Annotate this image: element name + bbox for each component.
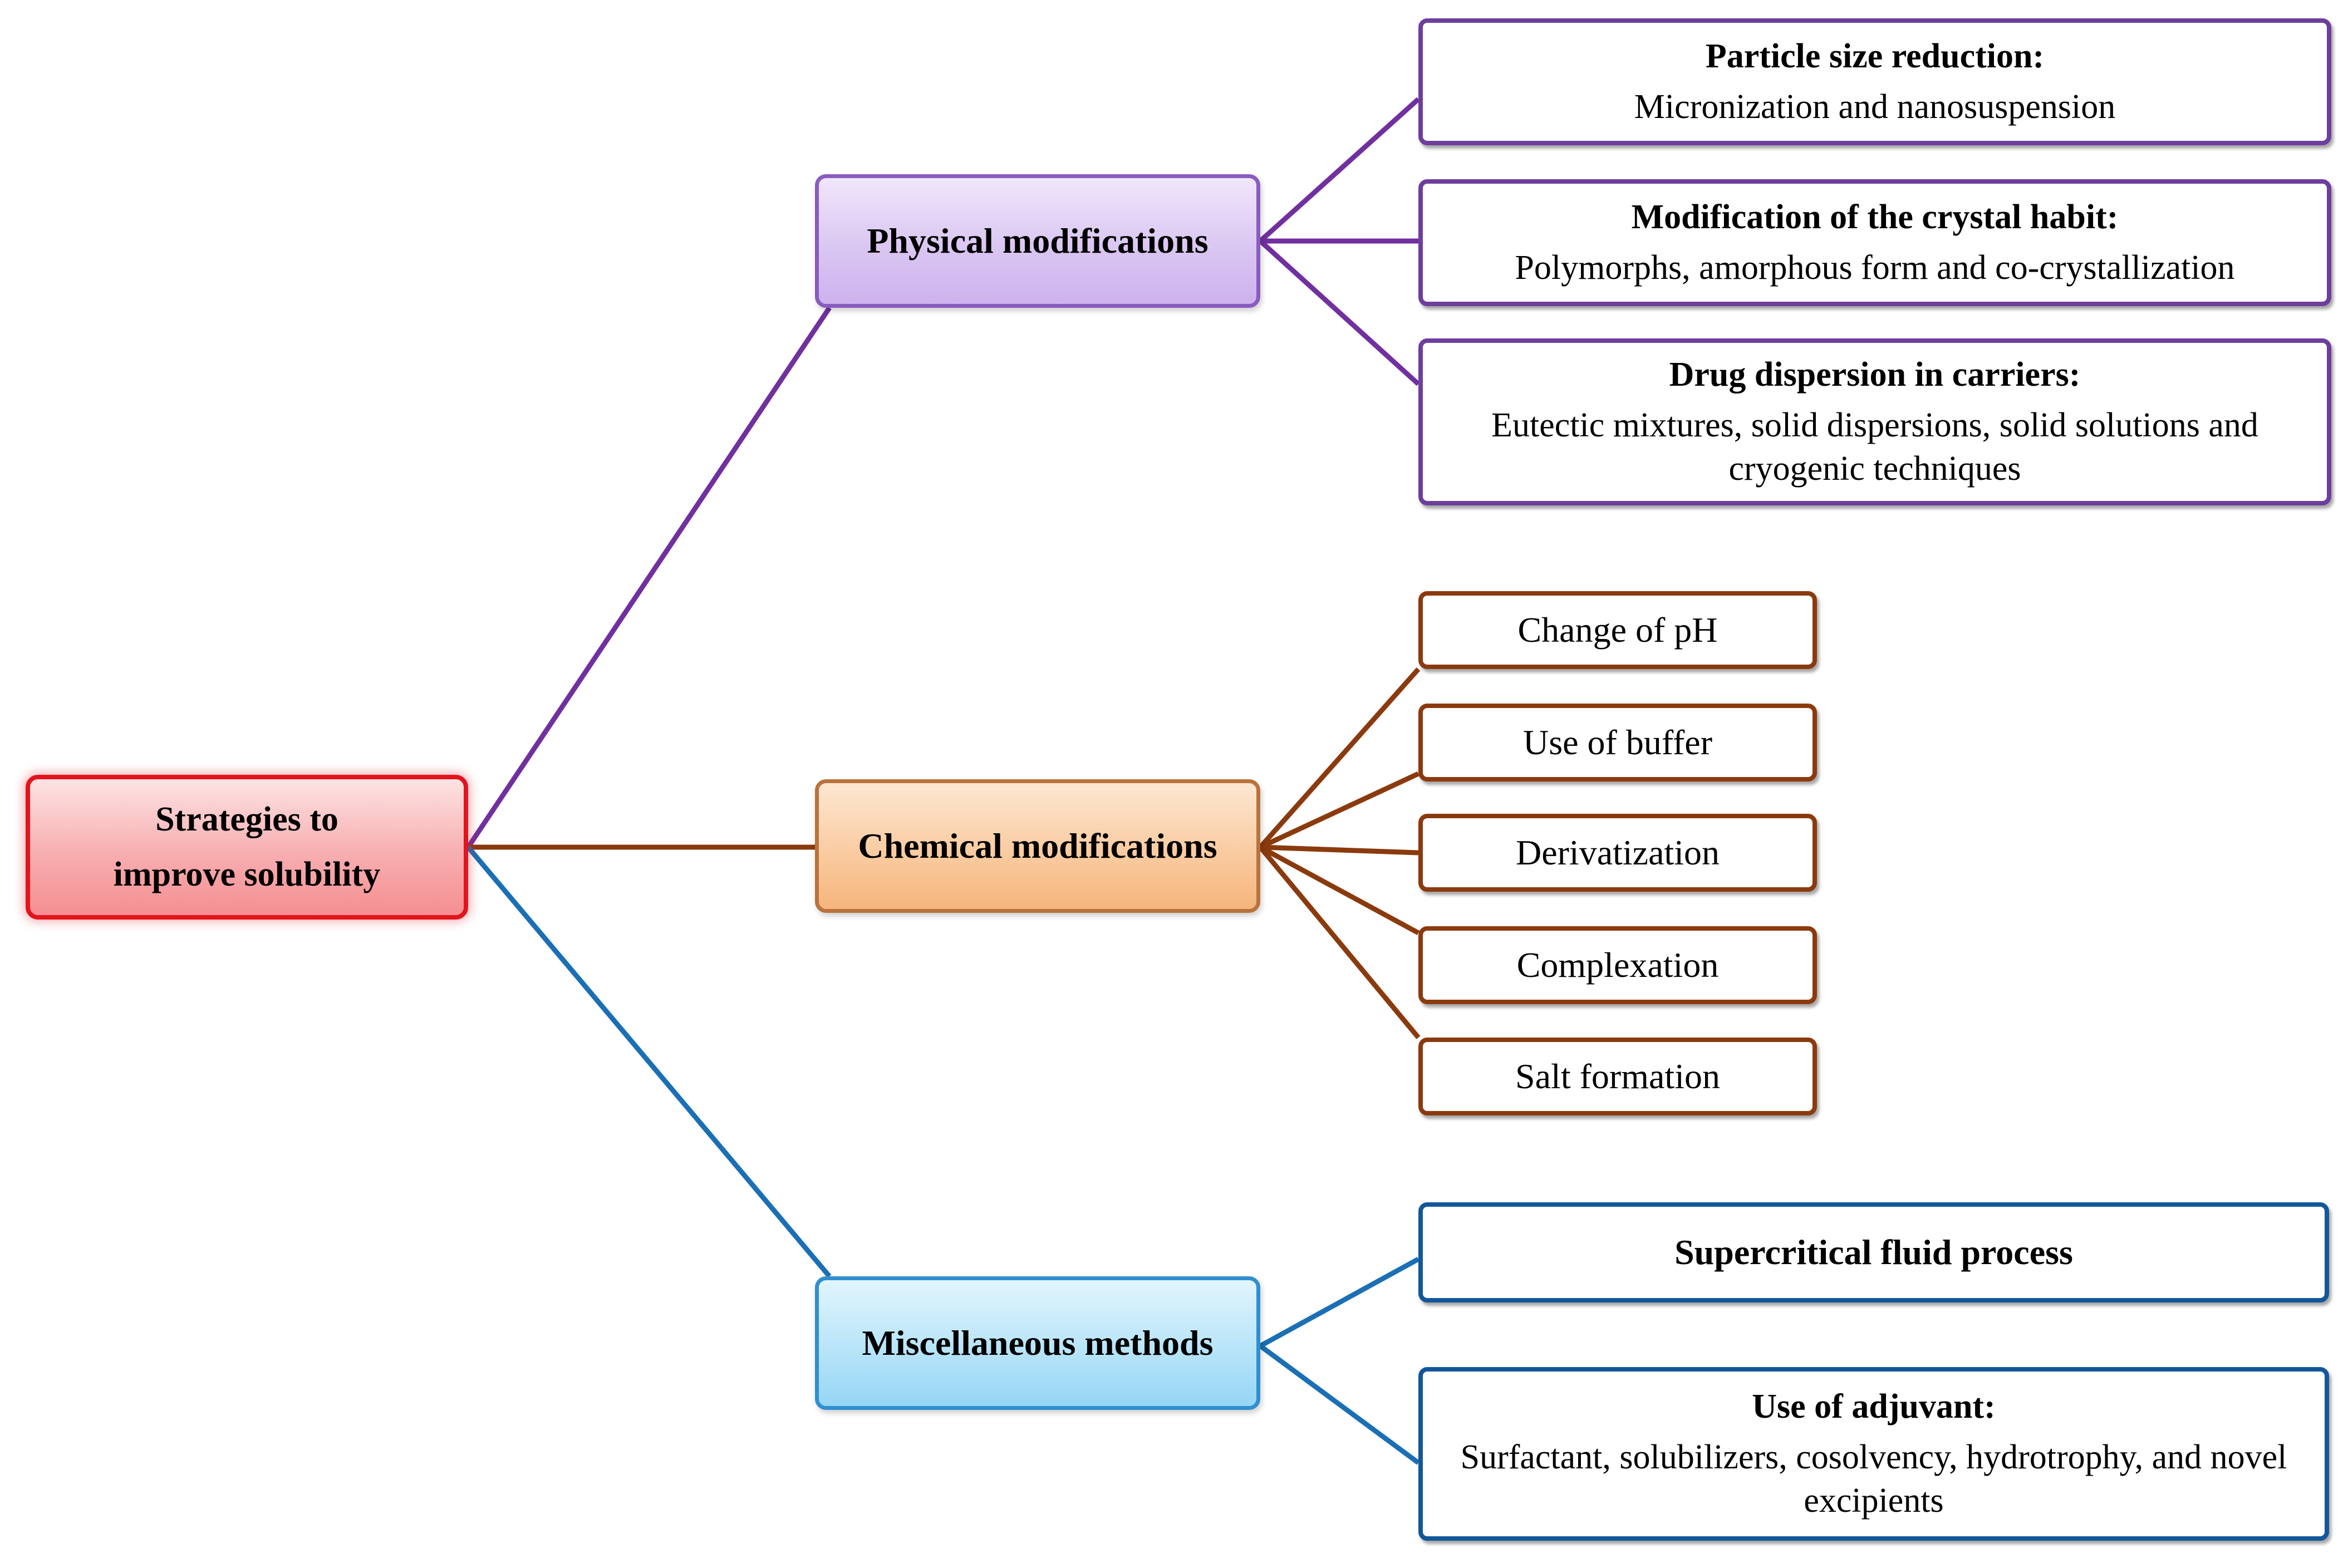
leaf-use-of-buffer: Use of buffer (1418, 704, 1817, 781)
root-label-line-1: Strategies to (155, 800, 338, 838)
leaf-description: Polymorphs, amorphous form and co-crysta… (1515, 249, 2235, 287)
leaf-label: Derivatization (1515, 833, 1720, 872)
connector-chemical-leaf-3 (1260, 844, 1419, 856)
connector-physical-leaf-3 (1258, 239, 1421, 386)
connector-chemical-leaf-4 (1259, 845, 1420, 935)
leaf-label: Salt formation (1515, 1056, 1720, 1096)
category-chemical-label: Chemical modifications (858, 826, 1217, 866)
leaf-label: Use of buffer (1522, 722, 1713, 762)
leaf-complexation: Complexation (1418, 926, 1817, 1004)
connector-chemical-leaf-1 (1258, 667, 1421, 849)
leaf-description: Eutectic mixtures, solid dispersions, so… (1491, 406, 2258, 488)
leaf-label: Change of pH (1517, 610, 1718, 650)
leaf-title: Use of adjuvant: (1752, 1387, 1996, 1426)
leaf-description: Micronization and nanosuspension (1634, 88, 2116, 126)
leaf-change-of-ph: Change of pH (1418, 591, 1817, 669)
connector-chemical-leaf-2 (1259, 771, 1419, 850)
leaf-label: Complexation (1516, 945, 1719, 985)
connector-physical-leaf-1 (1258, 97, 1421, 243)
category-miscellaneous-methods: Miscellaneous methods (815, 1276, 1260, 1410)
leaf-modification-crystal-habit: Modification of the crystal habit: Polym… (1418, 179, 2331, 306)
root-label-line-2: improve solubility (113, 856, 381, 893)
leaf-derivatization: Derivatization (1418, 814, 1817, 892)
root-node-strategies: Strategies to improve solubility (26, 775, 468, 920)
leaf-salt-formation: Salt formation (1418, 1038, 1817, 1115)
connector-misc-leaf-1 (1259, 1257, 1420, 1348)
connector-root-physical (466, 306, 832, 849)
leaf-drug-dispersion-carriers: Drug dispersion in carriers: Eutectic mi… (1418, 338, 2331, 505)
connector-chemical-leaf-5 (1258, 846, 1421, 1039)
leaf-use-of-adjuvant: Use of adjuvant: Surfactant, solubilizer… (1418, 1367, 2329, 1541)
category-physical-label: Physical modifications (867, 221, 1209, 260)
leaf-title: Particle size reduction: (1705, 37, 2045, 75)
leaf-particle-size-reduction: Particle size reduction: Micronization a… (1418, 18, 2331, 145)
category-chemical-modifications: Chemical modifications (815, 779, 1260, 913)
leaf-title: Drug dispersion in carriers: (1669, 355, 2081, 394)
leaf-title: Modification of the crystal habit: (1631, 198, 2119, 236)
leaf-description: Surfactant, solubilizers, cosolvency, hy… (1460, 1438, 2287, 1520)
category-misc-label: Miscellaneous methods (862, 1323, 1214, 1363)
connector-root-misc (466, 846, 832, 1278)
category-physical-modifications: Physical modifications (815, 174, 1260, 308)
leaf-label: Supercritical fluid process (1674, 1232, 2073, 1272)
leaf-supercritical-fluid-process: Supercritical fluid process (1418, 1202, 2329, 1302)
connector-misc-leaf-2 (1259, 1344, 1420, 1465)
